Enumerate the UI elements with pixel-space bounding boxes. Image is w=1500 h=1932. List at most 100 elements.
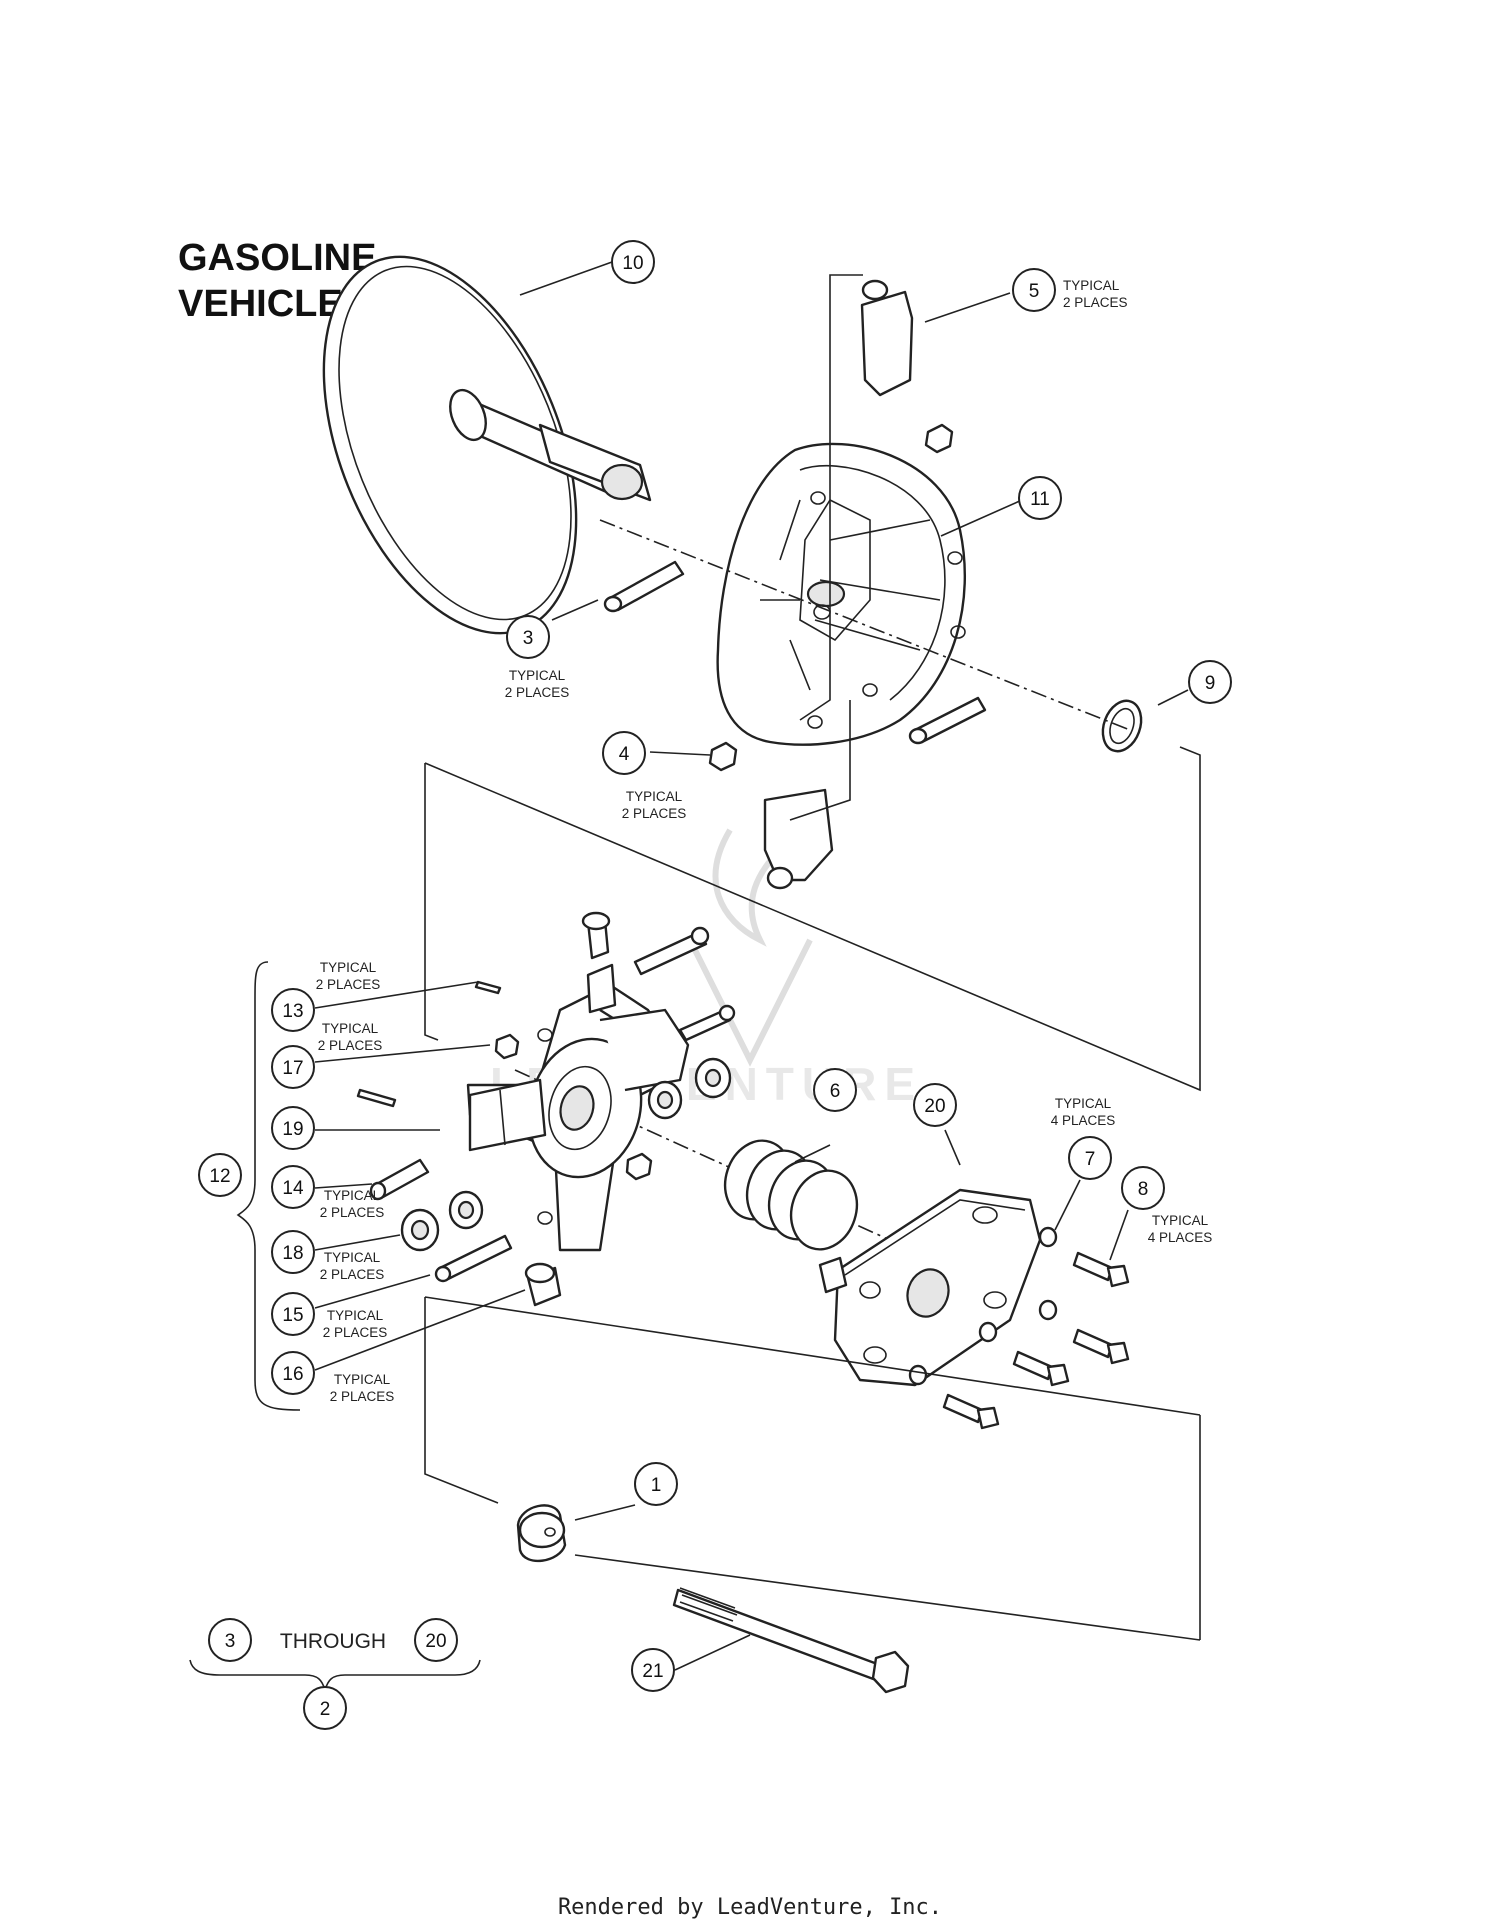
nut-upper [924,423,954,454]
bolt-15 [434,1234,513,1283]
note-14: TYPICAL 2 PLACES [320,1188,385,1220]
spider-assembly [466,963,690,1252]
small-pin-19 [356,1088,397,1108]
svg-text:8: 8 [1138,1179,1149,1200]
callout-4: 4 [602,731,646,775]
centrifugal-weight-bottom [763,788,834,890]
svg-text:TYPICAL: TYPICAL [1152,1213,1209,1228]
svg-text:2 PLACES: 2 PLACES [330,1389,395,1404]
svg-text:2 PLACES: 2 PLACES [505,685,570,700]
svg-text:3: 3 [225,1631,236,1652]
callout-16: 16 [271,1351,315,1395]
svg-text:TYPICAL: TYPICAL [327,1308,384,1323]
washer-bolt-1 [1038,1226,1130,1288]
movable-sheave [716,442,966,746]
svg-text:10: 10 [622,253,643,274]
spring [723,1139,859,1251]
svg-text:12: 12 [209,1166,230,1187]
svg-text:6: 6 [830,1081,841,1102]
note-4: TYPICAL 2 PLACES [622,789,687,821]
range-through-label: THROUGH [280,1630,386,1653]
svg-text:20: 20 [425,1631,446,1652]
svg-text:TYPICAL: TYPICAL [1055,1096,1112,1111]
svg-text:2: 2 [320,1699,331,1720]
svg-text:2 PLACES: 2 PLACES [323,1325,388,1340]
svg-text:TYPICAL: TYPICAL [324,1250,381,1265]
svg-text:2 PLACES: 2 PLACES [320,1267,385,1282]
title-line-2: VEHICLE [178,283,343,325]
svg-text:2 PLACES: 2 PLACES [622,806,687,821]
svg-text:4: 4 [619,744,630,765]
svg-text:TYPICAL: TYPICAL [324,1188,381,1203]
callout-2: 2 [303,1686,347,1730]
note-13: TYPICAL 2 PLACES [316,960,381,992]
callout-8: 8 [1121,1166,1165,1210]
callout-21: 21 [631,1648,675,1692]
svg-text:TYPICAL: TYPICAL [509,668,566,683]
note-18: TYPICAL 2 PLACES [320,1250,385,1282]
svg-text:20: 20 [924,1096,945,1117]
svg-text:21: 21 [642,1661,663,1682]
svg-text:TYPICAL: TYPICAL [322,1021,379,1036]
nut-17 [494,1033,520,1060]
pin-14 [369,1158,430,1201]
range-to-bubble: 20 [414,1618,458,1662]
svg-text:3: 3 [523,628,534,649]
svg-text:16: 16 [282,1364,303,1385]
note-17: TYPICAL 2 PLACES [318,1021,383,1053]
callout-15: 15 [271,1292,315,1336]
svg-text:4 PLACES: 4 PLACES [1051,1113,1116,1128]
note-8: TYPICAL 4 PLACES [1148,1213,1213,1245]
svg-text:TYPICAL: TYPICAL [1063,278,1120,293]
centrifugal-weight-top [860,279,914,397]
bushing-16 [524,1262,562,1307]
callout-14: 14 [271,1165,315,1209]
callout-19: 19 [271,1106,315,1150]
range-from-bubble: 3 [208,1618,252,1662]
title-line-1: GASOLINE [178,237,376,279]
svg-text:TYPICAL: TYPICAL [334,1372,391,1387]
washer-1 [516,1504,567,1563]
note-7: TYPICAL 4 PLACES [1051,1096,1116,1128]
svg-text:7: 7 [1085,1149,1096,1170]
note-15: TYPICAL 2 PLACES [323,1308,388,1340]
callout-13: 13 [271,988,315,1032]
leader-lines [189,261,1189,1693]
svg-text:5: 5 [1029,281,1040,302]
svg-text:2 PLACES: 2 PLACES [1063,295,1128,310]
svg-text:TYPICAL: TYPICAL [626,789,683,804]
pin-mid [678,1004,736,1042]
pin-upper [603,560,685,613]
washer-bolt-4 [908,1364,1000,1430]
washer-bolt-2 [1038,1299,1130,1365]
svg-text:2 PLACES: 2 PLACES [318,1038,383,1053]
svg-text:9: 9 [1205,673,1216,694]
footer-credit: Rendered by LeadVenture, Inc. [557,1895,943,1920]
svg-text:14: 14 [282,1178,304,1199]
callout-11: 11 [1018,476,1062,520]
boundary-lines [424,746,1201,1641]
svg-text:18: 18 [282,1243,303,1264]
callout-18: 18 [271,1230,315,1274]
svg-text:2 PLACES: 2 PLACES [320,1205,385,1220]
small-pin-13 [474,980,502,995]
svg-text:17: 17 [282,1058,303,1079]
callout-10: 10 [611,240,655,284]
nut-mid [625,1152,653,1181]
pin-lower [908,696,987,745]
washer-bolt-3 [978,1321,1070,1387]
svg-text:1: 1 [651,1475,662,1496]
svg-text:2 PLACES: 2 PLACES [316,977,381,992]
svg-text:11: 11 [1030,489,1050,510]
note-3: TYPICAL 2 PLACES [505,668,570,700]
callout-3: 3 [506,615,550,659]
svg-text:TYPICAL: TYPICAL [320,960,377,975]
parts-diagram: LEADVENTURE GASOLINE VEHICLE [178,237,1232,1730]
note-16: TYPICAL 2 PLACES [330,1372,395,1404]
callout-5: 5 [1012,268,1056,312]
svg-text:15: 15 [282,1305,303,1326]
cover-plate [818,1188,1042,1387]
callout-6: 6 [813,1068,857,1112]
callout-17: 17 [271,1045,315,1089]
callout-1: 1 [634,1462,678,1506]
